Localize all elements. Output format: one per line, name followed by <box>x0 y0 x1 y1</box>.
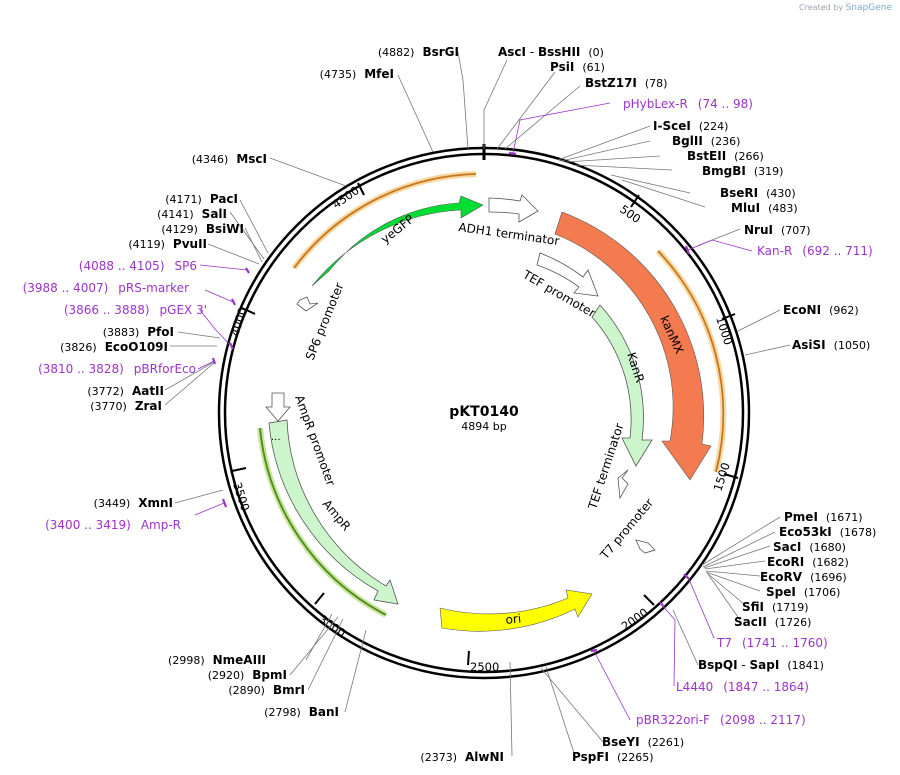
primer-pbr322ori-f: pBR322ori-F(2098 .. 2117) <box>636 713 806 727</box>
enzyme-ecoo109i: (3826)EcoO109I <box>60 340 168 354</box>
feature-sp6-promoter <box>296 296 319 312</box>
enzyme-eco53ki: Eco53kI(1678) <box>779 525 876 539</box>
enzyme-ecori: EcoRI(1682) <box>767 555 849 569</box>
enzyme-bsrgi: (4882)BsrGI <box>378 45 459 59</box>
enzyme-pvuii: (4119)PvuII <box>128 237 207 251</box>
enzyme-asisi: AsiSI(1050) <box>792 338 870 352</box>
enzyme-bstz17i: BstZ17I(78) <box>585 76 667 90</box>
enzyme-bmgbi: BmgBI(319) <box>702 164 783 178</box>
enzyme-asci: AscI - BssHII(0) <box>498 45 604 59</box>
enzyme-spei: SpeI(1706) <box>766 585 840 599</box>
feature-tef-terminator <box>617 469 629 500</box>
label-tef-terminator: TEF terminator <box>585 422 626 512</box>
enzyme-ecorv: EcoRV(1696) <box>760 570 847 584</box>
tick-label-2000: 2000 <box>619 605 651 633</box>
enzyme-pmei: PmeI(1671) <box>784 510 862 524</box>
enzyme-bglii: BglII(236) <box>672 134 740 148</box>
primer-pbrforeco: (3810 .. 3828)pBRforEco <box>38 362 196 376</box>
feature-kanmx <box>554 211 712 481</box>
enzyme-bpmi: (2920)BpmI <box>208 668 287 682</box>
tick-marks <box>231 182 739 666</box>
primer-amp-r: (3400 .. 3419)Amp-R <box>45 518 181 532</box>
feature-ampr-promoter <box>265 392 291 422</box>
primer-l4440: L4440(1847 .. 1864) <box>676 680 809 694</box>
enzyme-sacii: SacII(1726) <box>734 615 811 629</box>
primer-phyblex-r: pHybLex-R(74 .. 98) <box>623 97 753 111</box>
primer-leaders <box>194 102 753 721</box>
plasmid-name: pKT0140 <box>449 404 519 420</box>
label-ampr: AmpR <box>320 497 354 533</box>
enzyme-alwni: (2373)AlwNI <box>420 750 504 764</box>
feature-ori <box>439 589 593 632</box>
label-ampr-promoter: AmpR promoter <box>292 393 338 487</box>
enzyme-bseyi: BseYI(2261) <box>602 735 684 749</box>
tick-label-3000: 3000 <box>316 612 348 640</box>
tick-label-2500: 2500 <box>470 660 499 674</box>
enzyme-bsteii: BstEII(266) <box>687 149 764 163</box>
tick-label-1500: 1500 <box>711 461 733 493</box>
feature-t7-promoter <box>635 539 656 554</box>
enzyme-i-scei: I-SceI(224) <box>653 119 728 133</box>
feature-adh1-terminator <box>488 194 539 223</box>
enzyme-pspfi: PspFI(2265) <box>572 750 654 764</box>
enzyme-nmeaiii: (2998)NmeAIII <box>168 653 266 667</box>
primer-t7: T7(1741 .. 1760) <box>716 636 828 650</box>
green-arc-ampr <box>259 427 387 616</box>
snapgene-credit: Created by SnapGene <box>799 3 892 13</box>
primer-kan-r: Kan-R(692 .. 711) <box>757 244 873 258</box>
feature-tef-promoter <box>536 252 599 297</box>
enzyme-mlui: MluI(483) <box>731 201 798 215</box>
enzyme-xmni: (3449)XmnI <box>94 496 173 510</box>
label-ori: ori <box>505 611 522 627</box>
primer-sp6: (4088 .. 4105)SP6 <box>79 259 197 273</box>
feature-ampr <box>268 419 399 605</box>
enzyme-sfii: SfiI(1719) <box>742 600 809 614</box>
tick-label-4000: 4000 <box>228 306 250 338</box>
label-sp6-promoter: SP6 promoter <box>303 281 347 362</box>
enzyme-econi: EcoNI(962) <box>783 303 859 317</box>
primer-prs-marker: (3988 .. 4007)pRS-marker <box>23 281 189 295</box>
enzyme-bseri: BseRI(430) <box>720 186 796 200</box>
enzyme-paci: (4171)PacI <box>165 192 238 206</box>
enzyme-bsiwi: (4129)BsiWI <box>161 222 244 236</box>
enzyme-bmri: (2890)BmrI <box>228 683 305 697</box>
orange-arc-yegfp-halo <box>291 171 477 270</box>
feature-kanr <box>591 304 653 467</box>
plasmid-size: 4894 bp <box>461 420 506 433</box>
enzyme-pfoi: (3883)PfoI <box>103 325 174 339</box>
ampr-ellipsis: ... <box>271 432 281 443</box>
enzyme-mfei: (4735)MfeI <box>320 67 394 81</box>
enzyme-bani: (2798)BanI <box>264 705 339 719</box>
enzyme-zrai: (3770)ZraI <box>90 399 162 413</box>
label-adh1-terminator: ADH1 terminator <box>458 220 561 248</box>
primer-pgex-3: (3866 .. 3888)pGEX 3' <box>64 303 207 317</box>
enzyme-psii: PsiI(61) <box>550 60 605 74</box>
enzyme-nrui: NruI(707) <box>744 223 811 237</box>
enzyme-leaders <box>164 51 791 757</box>
enzyme-bspqi: BspQI - SapI(1841) <box>698 658 824 672</box>
snapgene-logo-text: SnapGene <box>845 3 892 13</box>
orange-arc-kanmx <box>657 250 725 473</box>
enzyme-msci: (4346)MscI <box>192 152 267 166</box>
enzyme-sali: (4141)SalI <box>157 207 227 221</box>
enzyme-aatii: (3772)AatII <box>87 384 164 398</box>
enzyme-saci: SacI(1680) <box>773 540 846 554</box>
feature-yegfp <box>311 195 484 287</box>
orange-arc-yegfp <box>293 173 477 269</box>
